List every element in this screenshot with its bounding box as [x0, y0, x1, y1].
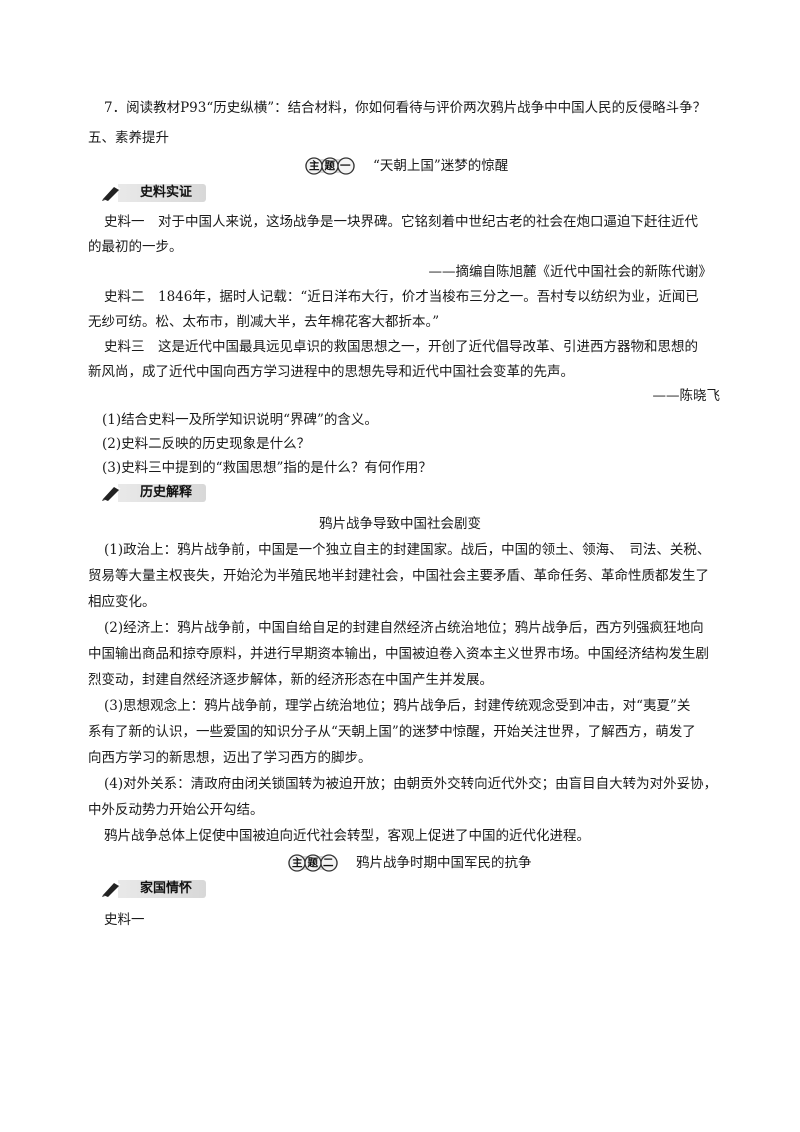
- section-label-jiaguo: 家国情怀: [100, 880, 214, 898]
- subtitle: 鸦片战争导致中国社会剧变: [319, 516, 481, 532]
- theme-badge-text: 主题二: [292, 857, 339, 869]
- theme-badge-text: 主题一: [309, 160, 356, 172]
- material-3-source: ——陈晓飞: [652, 388, 721, 404]
- theme-2-heading: 主题二 鸦片战争时期中国军民的抗争: [288, 853, 532, 873]
- theme-badge-icon: 主题一: [305, 157, 355, 175]
- question-1: (1)结合史料一及所学知识说明“界碑”的含义。: [102, 412, 378, 428]
- pen-icon: [102, 485, 121, 501]
- section-label-text: 历史解释: [118, 484, 207, 502]
- section-label-text: 家国情怀: [118, 880, 207, 898]
- section-label-jieshi: 历史解释: [100, 484, 214, 502]
- section-label-text: 史料实证: [118, 184, 207, 202]
- material-3-line-2: 新风尚，成了近代中国向西方学习进程中的思想先导和近代中国社会变革的先声。: [88, 364, 574, 380]
- paragraph-2-line-2: 中国输出商品和掠夺原料，并进行早期资本输出，中国被迫卷入资本主义世界市场。中国经…: [88, 646, 709, 662]
- paragraph-3-line-2: 系有了新的认识，一些爱国的知识分子从“天朝上国”的迷梦中惊醒，开始关注世界，了解…: [88, 724, 696, 740]
- section-heading: 五、素养提升: [88, 130, 169, 146]
- paragraph-2-line-1: (2)经济上：鸦片战争前，中国自给自足的封建自然经济占统治地位；鸦片战争后，西方…: [104, 620, 704, 636]
- theme-badge-icon: 主题二: [288, 854, 338, 872]
- theme-1-heading: 主题一 “天朝上国”迷梦的惊醒: [305, 156, 508, 176]
- section-label-shiliao: 史料实证: [100, 184, 214, 202]
- question-7: 7．阅读教材P93“历史纵横”：结合材料，你如何看待与评价两次鸦片战争中中国人民…: [104, 100, 707, 116]
- material-4-line-1: 史料一: [104, 912, 145, 928]
- material-1-line-2: 的最初的一步。: [88, 239, 183, 255]
- theme-1-title: “天朝上国”迷梦的惊醒: [373, 158, 509, 174]
- pen-icon: [102, 185, 121, 201]
- paragraph-2-line-3: 烈变动，封建自然经济逐步解体，新的经济形态在中国产生并发展。: [88, 672, 493, 688]
- paragraph-3-line-3: 向西方学习的新思想，迈出了学习西方的脚步。: [88, 750, 372, 766]
- paragraph-3-line-1: (3)思想观念上：鸦片战争前，理学占统治地位；鸦片战争后，封建传统观念受到冲击，…: [104, 698, 691, 714]
- question-3: (3)史料三中提到的“救国思想”指的是什么？有何作用？: [102, 460, 432, 476]
- material-1-source: ——摘编自陈旭麓《近代中国社会的新陈代谢》: [428, 264, 713, 280]
- material-1-line-1: 史料一 对于中国人来说，这场战争是一块界碑。它铭刻着中世纪古老的社会在炮口逼迫下…: [104, 214, 698, 230]
- question-2: (2)史料二反映的历史现象是什么？: [102, 436, 311, 452]
- pen-icon: [102, 881, 121, 897]
- theme-2-title: 鸦片战争时期中国军民的抗争: [356, 855, 532, 871]
- material-2-line-2: 无纱可纺。松、太布市，削减大半，去年棉花客大都折本。”: [88, 314, 440, 330]
- paragraph-1-line-3: 相应变化。: [88, 594, 156, 610]
- material-2-line-1: 史料二 1846年，据时人记载：“近日洋布大行，价才当梭布三分之一。吾村专以纺织…: [104, 289, 699, 305]
- paragraph-1-line-1: (1)政治上：鸦片战争前，中国是一个独立自主的封建国家。战后，中国的领土、领海、…: [104, 542, 711, 558]
- paragraph-4-line-2: 中外反动势力开始公开勾结。: [88, 802, 264, 818]
- paragraph-1-line-2: 贸易等大量主权丧失，开始沦为半殖民地半封建社会，中国社会主要矛盾、革命任务、革命…: [88, 568, 709, 584]
- paragraph-4-line-1: (4)对外关系：清政府由闭关锁国转为被迫开放；由朝贡外交转向近代外交；由盲目自大…: [104, 776, 718, 792]
- paragraph-5: 鸦片战争总体上促使中国被迫向近代社会转型，客观上促进了中国的近代化进程。: [104, 828, 590, 844]
- material-3-line-1: 史料三 这是近代中国最具远见卓识的救国思想之一，开创了近代倡导改革、引进西方器物…: [104, 339, 698, 355]
